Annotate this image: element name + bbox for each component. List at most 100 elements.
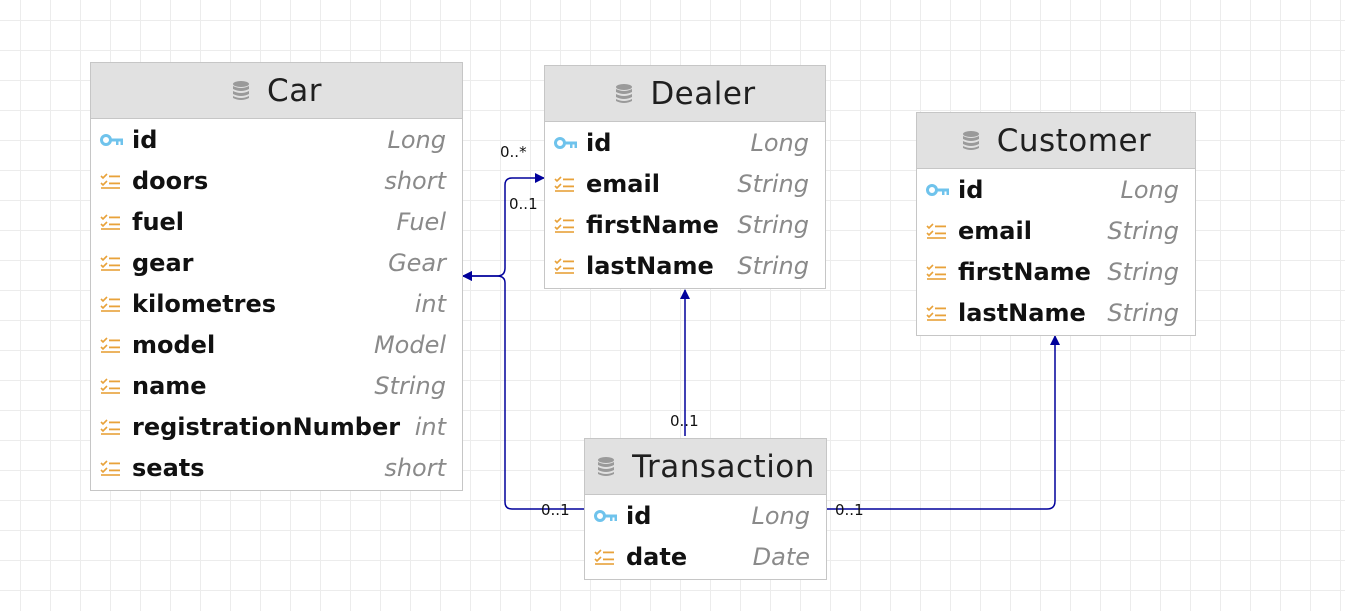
connector-transaction-customer[interactable] [827, 335, 1060, 510]
field-type: Long [751, 501, 811, 530]
entity-title: Customer [996, 122, 1152, 159]
field-list: id Long date Date [585, 495, 826, 577]
database-icon [598, 456, 615, 476]
field-type: Gear [388, 248, 446, 277]
field-icon [100, 377, 120, 394]
field-name: registrationNumber [132, 412, 401, 441]
field-row-registrationNumber[interactable]: registrationNumber int [91, 406, 462, 447]
field-icon [554, 216, 574, 233]
field-icon [926, 222, 946, 239]
field-type: String [1107, 216, 1179, 245]
field-name: seats [132, 453, 205, 482]
connector-transaction-car[interactable] [462, 271, 584, 510]
field-name: lastName [958, 298, 1086, 327]
field-row-gear[interactable]: gear Gear [91, 242, 462, 283]
multiplicity-dealer-side: 0..* [500, 143, 527, 161]
field-name: name [132, 371, 207, 400]
field-row-seats[interactable]: seats short [91, 447, 462, 488]
field-icon [100, 459, 120, 476]
field-name: doors [132, 166, 209, 195]
field-row-date[interactable]: date Date [585, 536, 826, 577]
field-type: String [1107, 298, 1179, 327]
field-icon [554, 175, 574, 192]
field-row-id[interactable]: id Long [91, 119, 462, 160]
database-icon [962, 130, 979, 150]
field-name: date [626, 542, 688, 571]
field-row-firstName[interactable]: firstName String [545, 204, 825, 245]
entity-header[interactable]: Customer [917, 113, 1195, 169]
multiplicity-transaction-dealer: 0..1 [670, 412, 699, 430]
entity-title: Transaction [632, 448, 815, 485]
entity-title: Dealer [650, 75, 756, 112]
entity-title: Car [267, 72, 322, 109]
field-row-firstName[interactable]: firstName String [917, 251, 1195, 292]
field-type: String [1107, 257, 1179, 286]
field-name: kilometres [132, 289, 277, 318]
multiplicity-transaction-customer: 0..1 [835, 501, 864, 519]
field-icon [100, 336, 120, 353]
field-icon [100, 295, 120, 312]
field-type: String [737, 169, 809, 198]
field-name: email [586, 169, 660, 198]
field-type: Fuel [396, 207, 446, 236]
field-icon [100, 254, 120, 271]
field-name: fuel [132, 207, 185, 236]
field-name: id [586, 128, 612, 157]
field-row-email[interactable]: email String [917, 210, 1195, 251]
field-icon [100, 418, 120, 435]
field-type: Long [1120, 175, 1180, 204]
field-icon [100, 172, 120, 189]
field-row-id[interactable]: id Long [917, 169, 1195, 210]
field-type: int [414, 412, 446, 441]
field-type: String [737, 210, 809, 239]
field-name: id [958, 175, 984, 204]
database-icon [233, 80, 250, 100]
field-row-doors[interactable]: doors short [91, 160, 462, 201]
field-list: id Long doors short fuel Fuel gear Gear kilometr… [91, 119, 462, 488]
field-row-name[interactable]: name String [91, 365, 462, 406]
field-row-id[interactable]: id Long [585, 495, 826, 536]
entity-car[interactable]: Car id Long doors short fuel Fuel gear Gear kilo… [90, 62, 463, 491]
field-icon [554, 257, 574, 274]
connector-car-dealer[interactable] [462, 173, 545, 281]
entity-header[interactable]: Car [91, 63, 462, 119]
field-name: gear [132, 248, 194, 277]
entity-header[interactable]: Transaction [585, 439, 826, 495]
entity-header[interactable]: Dealer [545, 66, 825, 122]
field-icon [926, 304, 946, 321]
key-icon [594, 509, 617, 522]
field-icon [100, 213, 120, 230]
field-name: lastName [586, 251, 714, 280]
field-row-fuel[interactable]: fuel Fuel [91, 201, 462, 242]
field-type: Model [373, 330, 446, 359]
field-row-lastName[interactable]: lastName String [917, 292, 1195, 333]
field-type: Date [752, 542, 810, 571]
field-type: Long [750, 128, 810, 157]
entity-transaction[interactable]: Transaction id Long date Date [584, 438, 827, 580]
field-row-id[interactable]: id Long [545, 122, 825, 163]
field-type: Long [387, 125, 447, 154]
key-icon [100, 133, 123, 146]
multiplicity-car-side: 0..1 [509, 195, 538, 213]
key-icon [554, 136, 577, 149]
multiplicity-transaction-car: 0..1 [541, 501, 570, 519]
field-name: id [132, 125, 158, 154]
field-name: id [626, 501, 652, 530]
field-name: email [958, 216, 1032, 245]
field-type: short [384, 453, 446, 482]
field-name: firstName [586, 210, 719, 239]
field-name: firstName [958, 257, 1091, 286]
field-type: String [374, 371, 446, 400]
field-row-kilometres[interactable]: kilometres int [91, 283, 462, 324]
field-type: short [384, 166, 446, 195]
database-icon [616, 83, 633, 103]
field-row-email[interactable]: email String [545, 163, 825, 204]
field-icon [926, 263, 946, 280]
field-type: int [414, 289, 446, 318]
